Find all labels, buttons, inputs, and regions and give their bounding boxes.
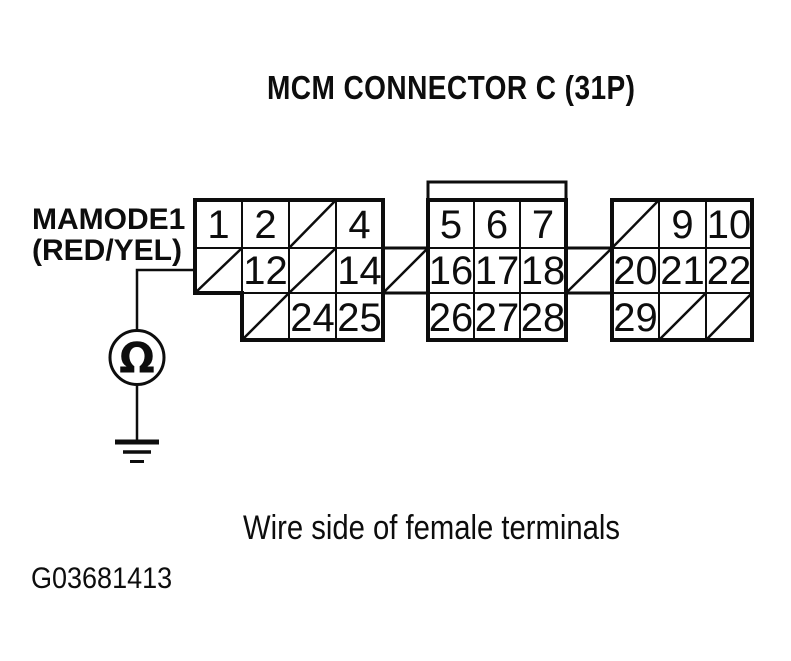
pin-cell: 29 — [611, 292, 660, 341]
pin-cell: 17 — [473, 247, 521, 294]
pin-cell-empty — [241, 292, 290, 341]
ohmmeter-circle — [108, 329, 166, 386]
pin-cell: 22 — [705, 247, 753, 294]
pin-number: 2 — [254, 203, 276, 247]
pin-cell: 21 — [658, 247, 707, 294]
pin-cell: 1 — [194, 199, 243, 249]
test-wire — [135, 268, 195, 441]
slash-icon — [241, 292, 290, 341]
pin-cell: 6 — [473, 199, 521, 249]
pin-cell: 10 — [705, 199, 753, 249]
slash-icon — [565, 247, 613, 294]
pin-cell: 16 — [427, 247, 475, 294]
slash-icon — [382, 247, 429, 294]
ground-icon — [115, 439, 159, 463]
pin-row-2: 12 14 16 17 18 20 21 22 — [194, 246, 753, 295]
slash-icon — [658, 292, 707, 341]
pin-cell-empty — [382, 246, 429, 295]
pin-cell: 28 — [519, 292, 567, 341]
pin-number: 26 — [429, 296, 474, 340]
pin-number: 28 — [521, 296, 566, 340]
wire-color-label: (RED/YEL) — [32, 234, 182, 267]
pin-number: 21 — [660, 249, 705, 293]
pin-cell: 12 — [241, 247, 290, 294]
pin-cell: 25 — [335, 292, 384, 341]
pin-cell: 24 — [288, 292, 337, 341]
pin-number: 29 — [613, 296, 658, 340]
pin-number: 1 — [207, 203, 229, 247]
pin-cell: 9 — [658, 199, 707, 249]
pin-cell: 18 — [519, 247, 567, 294]
connector-tab — [426, 180, 568, 202]
pin-cell: 14 — [335, 247, 384, 294]
pin-number: 24 — [290, 296, 335, 340]
pin-cell: 4 — [335, 199, 384, 249]
pin-number: 17 — [475, 249, 520, 293]
pin-cell: 27 — [473, 292, 521, 341]
pin-number: 27 — [475, 296, 520, 340]
ohmmeter: Ω — [108, 329, 166, 386]
pin-number: 18 — [521, 249, 566, 293]
wire-line — [135, 268, 195, 331]
pin-cell: 5 — [427, 199, 475, 249]
diagram-caption: Wire side of female terminals — [243, 509, 621, 547]
pin-number: 25 — [337, 296, 382, 340]
pin-number: 20 — [613, 249, 658, 293]
signal-name: MAMODE1 — [32, 203, 186, 236]
pin-row-3: 24 25 26 27 28 29 — [241, 292, 753, 341]
pin-number: 16 — [429, 249, 474, 293]
pin-number: 4 — [348, 203, 370, 247]
ohm-symbol: Ω — [119, 334, 155, 383]
pin-cell: 26 — [427, 292, 475, 341]
signal-label: MAMODE1 (RED/YEL) — [32, 204, 185, 266]
pin-cell-empty — [288, 247, 337, 294]
pin-cell: 2 — [241, 199, 290, 249]
pin-cell-empty — [194, 247, 243, 294]
pin-cell: 20 — [611, 247, 660, 294]
connector-block-left-outline — [193, 198, 385, 342]
pin-cell-empty — [288, 199, 337, 249]
slash-icon — [705, 292, 753, 341]
slash-icon — [611, 199, 660, 249]
pin-cell: 7 — [519, 199, 567, 249]
slash-icon — [194, 247, 243, 294]
pin-cell-empty — [565, 246, 613, 295]
pin-number: 5 — [440, 203, 462, 247]
slash-icon — [288, 247, 337, 294]
pin-number: 6 — [486, 203, 508, 247]
pin-cell-empty — [658, 292, 707, 341]
pin-row-1: 1 2 4 5 6 7 9 10 — [194, 199, 753, 249]
pin-number: 7 — [532, 203, 554, 247]
page-title: MCM CONNECTOR C (31P) — [267, 69, 636, 106]
connector-block-right-outline — [610, 198, 754, 342]
pin-number: 9 — [671, 203, 693, 247]
pin-cell-empty — [705, 292, 753, 341]
pin-cell-empty — [611, 199, 660, 249]
pin-number: 12 — [243, 249, 288, 293]
pin-number: 14 — [337, 249, 382, 293]
pin-number: 10 — [707, 203, 752, 247]
slash-icon — [288, 199, 337, 249]
pin-number: 22 — [707, 249, 752, 293]
figure-id: G03681413 — [31, 562, 173, 595]
